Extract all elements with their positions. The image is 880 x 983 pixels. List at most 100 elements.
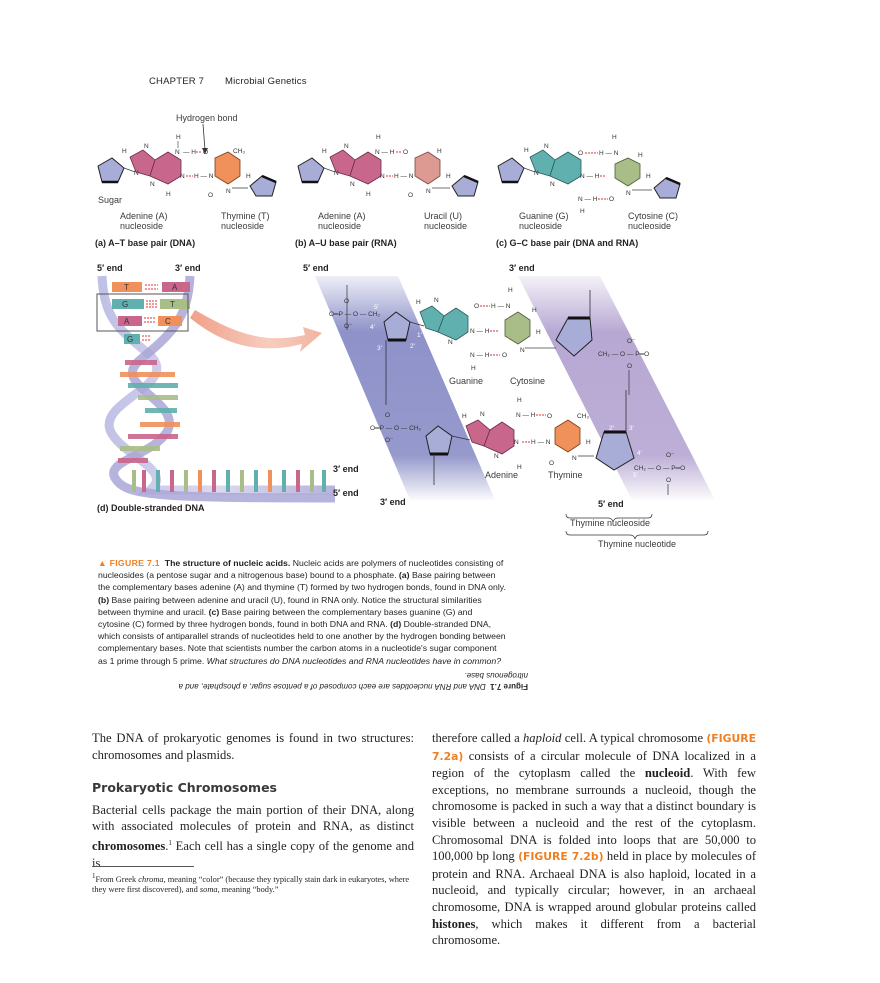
svg-text:O: O bbox=[344, 298, 349, 305]
svg-text:Cytosine (C): Cytosine (C) bbox=[628, 211, 678, 221]
svg-text:Adenine (A): Adenine (A) bbox=[318, 211, 366, 221]
paragraph-1: Bacterial cells package the main portion… bbox=[92, 802, 414, 870]
horizontal-rungs bbox=[132, 470, 326, 492]
chapter-label: CHAPTER 7 bbox=[149, 76, 205, 87]
caption-question: What structures do DNA nucleotides and R… bbox=[206, 655, 502, 666]
svg-text:N — H: N — H bbox=[580, 173, 600, 180]
svg-text:H: H bbox=[122, 148, 127, 155]
svg-text:Thymine nucleoside: Thymine nucleoside bbox=[570, 518, 650, 528]
svg-text:Uracil (U): Uracil (U) bbox=[424, 211, 462, 221]
figure-7-2b-link[interactable]: (FIGURE 7.2b) bbox=[518, 850, 604, 864]
svg-text:H: H bbox=[532, 307, 537, 314]
svg-text:CH₂ — O — P═O: CH₂ — O — P═O bbox=[634, 465, 685, 472]
svg-text:H: H bbox=[376, 134, 381, 141]
svg-text:N — H: N — H bbox=[578, 196, 598, 203]
panel-a-label: (a) A–T base pair (DNA) bbox=[95, 238, 195, 248]
svg-text:H: H bbox=[471, 365, 476, 372]
svg-text:O⁻: O⁻ bbox=[627, 338, 636, 345]
svg-text:H: H bbox=[536, 329, 541, 336]
footnote-divider bbox=[92, 866, 194, 867]
panel-d-label: (d) Double-stranded DNA bbox=[97, 503, 205, 513]
panel-b-label: (b) A–U base pair (RNA) bbox=[295, 238, 397, 248]
figure-number: ▲ FIGURE 7.1 bbox=[98, 558, 160, 568]
svg-text:N: N bbox=[350, 181, 355, 188]
svg-text:O⁻: O⁻ bbox=[385, 437, 394, 444]
svg-text:3′ end: 3′ end bbox=[509, 263, 535, 273]
svg-text:H — N: H — N bbox=[194, 173, 214, 180]
svg-text:5′: 5′ bbox=[633, 472, 639, 479]
svg-text:O═P — O — CH₂: O═P — O — CH₂ bbox=[370, 425, 422, 432]
panel-c-label: (c) G–C base pair (DNA and RNA) bbox=[496, 238, 638, 248]
svg-text:O: O bbox=[578, 150, 583, 157]
svg-text:2′: 2′ bbox=[609, 425, 615, 432]
detail-view: 5′ end 3′ end 3′ end 5′ end O═P — O — CH… bbox=[303, 263, 715, 549]
svg-text:H — N: H — N bbox=[394, 173, 414, 180]
svg-text:CH₃: CH₃ bbox=[233, 148, 245, 155]
svg-text:3′ end: 3′ end bbox=[175, 263, 201, 273]
svg-text:O: O bbox=[474, 303, 479, 310]
svg-text:H: H bbox=[646, 173, 651, 180]
svg-text:H: H bbox=[462, 413, 467, 420]
svg-text:O: O bbox=[208, 192, 213, 199]
svg-text:3′: 3′ bbox=[629, 425, 635, 432]
svg-text:5′ end: 5′ end bbox=[97, 263, 123, 273]
svg-text:1′: 1′ bbox=[593, 447, 599, 454]
svg-text:H: H bbox=[580, 208, 585, 215]
hydrogen-bond-label: Hydrogen bond bbox=[176, 113, 238, 123]
svg-text:N — H: N — H bbox=[516, 412, 536, 419]
svg-text:O⁻: O⁻ bbox=[666, 452, 675, 459]
svg-text:nucleoside: nucleoside bbox=[221, 221, 264, 231]
svg-text:N: N bbox=[514, 439, 519, 446]
svg-text:nucleoside: nucleoside bbox=[318, 221, 361, 231]
svg-text:O: O bbox=[609, 196, 614, 203]
body-column-right: therefore called a haploid cell. A typic… bbox=[432, 730, 756, 949]
svg-text:N — H: N — H bbox=[470, 352, 490, 359]
svg-text:N: N bbox=[334, 170, 339, 177]
svg-text:Thymine nucleotide: Thymine nucleotide bbox=[598, 539, 676, 549]
svg-text:H — N: H — N bbox=[531, 439, 551, 446]
svg-text:N: N bbox=[175, 149, 180, 156]
nucleoside-bracket bbox=[565, 513, 653, 523]
inverted-answer: Figure 7.1 DNA and RNA nucleotides are e… bbox=[178, 671, 528, 691]
svg-text:O: O bbox=[403, 149, 408, 156]
svg-text:G: G bbox=[127, 335, 133, 344]
svg-text:N: N bbox=[572, 455, 577, 462]
svg-text:H: H bbox=[638, 152, 643, 159]
svg-text:T: T bbox=[170, 300, 175, 309]
svg-text:H: H bbox=[524, 147, 529, 154]
svg-text:N: N bbox=[134, 170, 139, 177]
sugar-label: Sugar bbox=[98, 195, 122, 205]
svg-text:nucleoside: nucleoside bbox=[628, 221, 671, 231]
panel-d-double-helix: 5′ end 3′ end T A G T A C G bbox=[96, 263, 359, 513]
figure-7-2a-link[interactable]: (FIGURE 7.2a) bbox=[432, 732, 756, 763]
svg-text:3′: 3′ bbox=[377, 345, 383, 352]
svg-text:H: H bbox=[246, 173, 251, 180]
nucleotide-bracket bbox=[565, 530, 709, 540]
svg-text:H: H bbox=[508, 287, 513, 294]
svg-text:O═P — O — CH₂: O═P — O — CH₂ bbox=[329, 311, 381, 318]
svg-text:H: H bbox=[176, 134, 181, 141]
svg-text:H: H bbox=[322, 148, 327, 155]
svg-text:H: H bbox=[446, 173, 451, 180]
svg-text:5′ end: 5′ end bbox=[333, 488, 359, 498]
svg-text:N: N bbox=[144, 143, 149, 150]
svg-text:N: N bbox=[550, 181, 555, 188]
svg-text:H — N: H — N bbox=[599, 150, 619, 157]
svg-text:H: H bbox=[166, 191, 171, 198]
figure-title: The structure of nucleic acids. bbox=[164, 558, 291, 568]
svg-text:H: H bbox=[416, 299, 421, 306]
svg-text:N: N bbox=[426, 188, 431, 195]
svg-text:O: O bbox=[547, 413, 552, 420]
svg-text:N: N bbox=[480, 411, 485, 418]
svg-text:N: N bbox=[150, 181, 155, 188]
svg-text:N: N bbox=[380, 173, 385, 180]
svg-text:N: N bbox=[520, 347, 525, 354]
svg-text:Adenine (A): Adenine (A) bbox=[120, 211, 168, 221]
svg-text:H: H bbox=[517, 397, 522, 404]
svg-text:nucleoside: nucleoside bbox=[424, 221, 467, 231]
svg-text:5′: 5′ bbox=[374, 304, 380, 311]
magnify-arrow-icon bbox=[190, 310, 322, 352]
svg-text:nucleoside: nucleoside bbox=[120, 221, 163, 231]
